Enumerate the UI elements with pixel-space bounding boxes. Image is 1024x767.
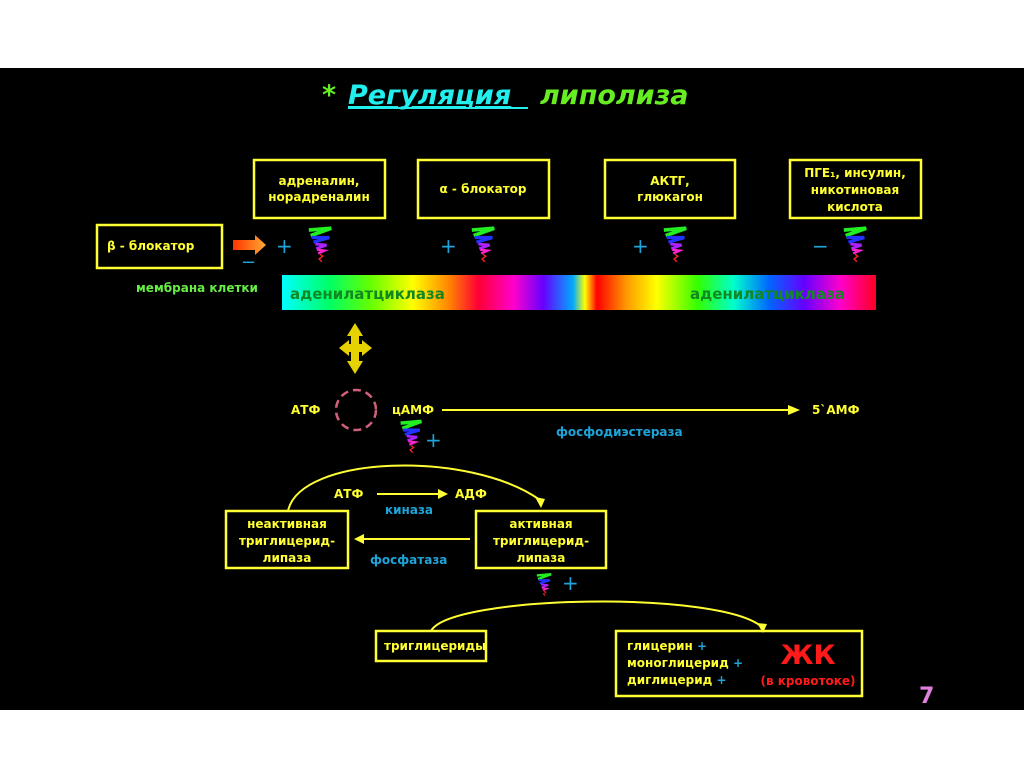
label: активная — [509, 517, 572, 531]
label: адреналин, — [279, 174, 360, 188]
products-box: глицерин + моноглицерид + диглицерид + Ж… — [614, 629, 864, 698]
spiral-signal-icon — [398, 419, 424, 455]
phosphatase-label: фосфатаза — [370, 553, 447, 567]
5amp-label: 5`АМФ — [812, 403, 860, 417]
plus-sign: + — [440, 234, 457, 258]
atp-label: АТФ — [334, 487, 363, 501]
free-fatty-acids-label: ЖК — [780, 640, 835, 671]
label: β - блокатор — [107, 239, 195, 253]
four-way-arrow-icon — [339, 323, 372, 374]
regulator-beta-blocker: β - блокатор — [95, 223, 224, 270]
in-bloodstream-label: (в кровотоке) — [760, 674, 855, 688]
minus-sign: − — [812, 234, 829, 258]
spiral-signal-icon — [469, 226, 497, 264]
regulator-pge-insulin: ПГЕ₁, инсулин, никотиновая кислота — [788, 158, 923, 220]
label: триглицерид- — [239, 534, 335, 548]
plus-sign: + — [562, 571, 579, 595]
label: липаза — [263, 551, 312, 565]
regulator-alpha-blocker: α - блокатор — [416, 158, 551, 220]
plus-sign: + — [276, 234, 293, 258]
adenylate-cyclase-label: аденилатциклаза — [690, 285, 845, 303]
label: липаза — [517, 551, 566, 565]
label: триглицериды — [384, 639, 486, 653]
label: ПГЕ₁, инсулин, — [804, 166, 906, 180]
product-monoglyceride: моноглицерид + — [627, 656, 743, 670]
activation-arc — [287, 464, 541, 512]
label: α - блокатор — [439, 182, 526, 196]
orange-arrow-icon — [233, 235, 266, 255]
slide-number: 7 — [919, 684, 934, 709]
title-regulation: Регуляция — [348, 80, 511, 111]
hydrolysis-arc — [430, 600, 763, 632]
phosphodiesterase-label: фосфодиэстераза — [556, 425, 683, 439]
plus-sign: + — [632, 234, 649, 258]
label: кислота — [827, 200, 883, 214]
product-diglyceride: диглицерид + — [627, 673, 727, 687]
membrane-label: мембрана клетки — [136, 281, 258, 295]
triglycerides-box: триглицериды — [374, 629, 488, 663]
inactive-lipase-box: неактивная триглицерид- липаза — [224, 509, 350, 570]
adenylate-cyclase-label: аденилатциклаза — [290, 285, 445, 303]
title-star: * — [322, 80, 336, 111]
label: норадреналин — [268, 190, 370, 204]
plus-sign: + — [425, 428, 442, 452]
slide — [0, 68, 1024, 710]
cycle-arrows-icon — [334, 388, 378, 432]
regulator-adrenaline: адреналин, норадреналин — [252, 158, 387, 220]
camp-label: цАМФ — [392, 403, 434, 417]
spiral-signal-icon — [306, 226, 334, 264]
kinase-label: киназа — [385, 503, 433, 517]
spiral-signal-icon — [841, 226, 869, 264]
adp-label: АДФ — [455, 487, 487, 501]
label: никотиновая — [811, 183, 899, 197]
regulator-actg: АКТГ, глюкагон — [603, 158, 737, 220]
label: глюкагон — [637, 190, 703, 204]
minus-sign: − — [241, 252, 256, 273]
spiral-signal-icon — [535, 573, 553, 597]
label: триглицерид- — [493, 534, 589, 548]
label: АКТГ, — [650, 174, 690, 188]
spiral-signal-icon — [661, 226, 689, 264]
atp-label: АТФ — [291, 403, 320, 417]
adenylate-cyclase-bar — [282, 275, 876, 310]
active-lipase-box: активная триглицерид- липаза — [474, 509, 608, 570]
title-lipolysis: липолиза — [540, 80, 689, 111]
slide-title: * Регуляция липолиза — [322, 80, 689, 111]
product-glycerol: глицерин + — [627, 639, 707, 653]
label: неактивная — [247, 517, 327, 531]
